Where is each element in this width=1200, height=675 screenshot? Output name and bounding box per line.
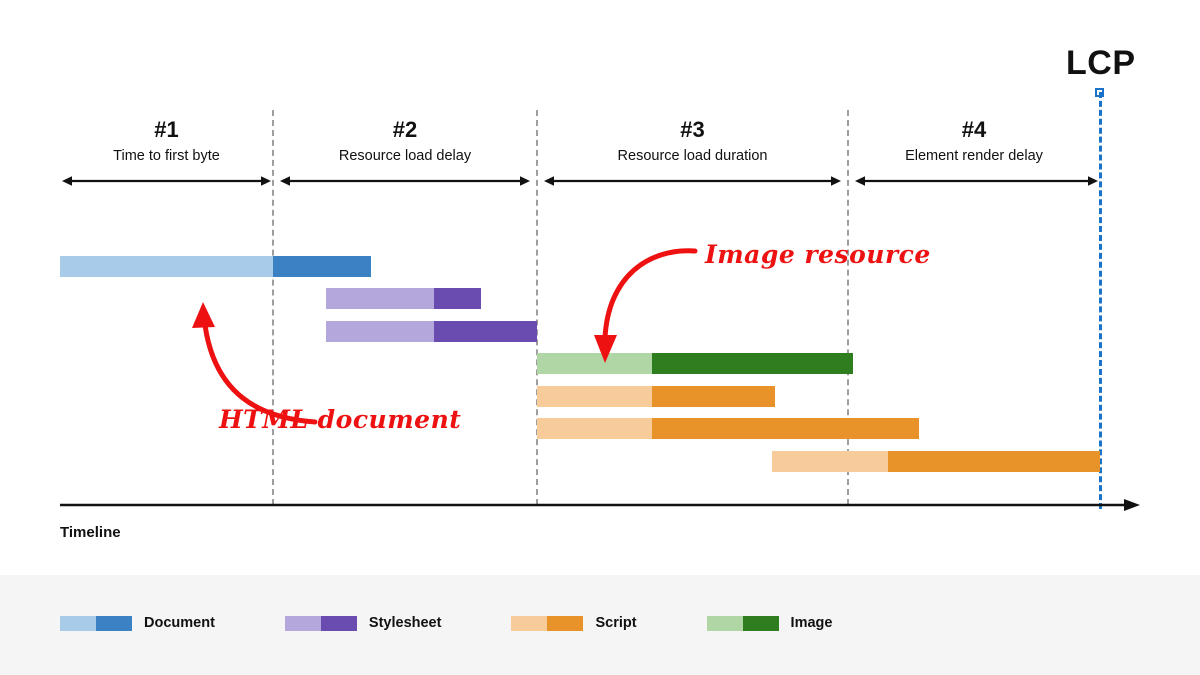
swatch-light xyxy=(511,615,548,631)
phase-measure-arrow-3 xyxy=(544,174,841,188)
resource-bar-script-3 xyxy=(772,451,1100,472)
legend-label: Script xyxy=(595,615,637,631)
legend-label: Document xyxy=(144,615,215,631)
phase-measure-arrow-2 xyxy=(280,174,530,188)
bar-segment-dark xyxy=(434,288,481,309)
legend-swatch-document xyxy=(60,615,132,631)
bar-segment-light xyxy=(326,321,434,342)
phase-number: #3 xyxy=(680,117,705,142)
resource-bar-script-2 xyxy=(537,418,919,439)
legend-swatch-script xyxy=(511,615,584,631)
bar-segment-dark xyxy=(273,256,371,277)
phase-name: Element render delay xyxy=(905,148,1043,165)
legend-item-script: Script xyxy=(511,615,637,631)
phase-number: #2 xyxy=(392,117,418,142)
swatch-light xyxy=(706,615,743,631)
phase-name: Resource load duration xyxy=(617,148,768,165)
lcp-marker-line xyxy=(1099,92,1102,509)
legend-item-image: Image xyxy=(706,615,833,631)
legend-label: Image xyxy=(790,615,833,631)
swatch-dark xyxy=(96,615,132,631)
bar-segment-light xyxy=(60,256,273,277)
swatch-dark xyxy=(547,615,584,631)
resource-bar-document xyxy=(60,256,371,277)
phase-block-1: #1 Time to first byte xyxy=(60,117,273,166)
phase-name: Resource load delay xyxy=(338,148,472,165)
legend-swatch-stylesheet xyxy=(284,615,357,631)
resource-bar-stylesheet-2 xyxy=(326,321,537,342)
timeline-axis-label: Timeline xyxy=(60,524,121,541)
bar-segment-dark xyxy=(652,386,775,407)
legend-item-stylesheet: Stylesheet xyxy=(284,615,442,631)
bar-segment-light xyxy=(537,353,652,374)
bar-segment-light xyxy=(537,418,652,439)
bar-segment-dark xyxy=(888,451,1100,472)
phase-number: #1 xyxy=(154,117,179,142)
legend-item-document: Document xyxy=(60,615,215,631)
bar-segment-light xyxy=(537,386,652,407)
phase-block-4: #4 Element render delay xyxy=(848,117,1100,166)
resource-bar-image xyxy=(537,353,853,374)
resource-bar-stylesheet-1 xyxy=(326,288,481,309)
phase-name: Time to first byte xyxy=(113,148,220,165)
phase-block-3: #3 Resource load duration xyxy=(537,117,848,166)
image-resource-annotation-text: Image resource xyxy=(705,240,931,269)
swatch-light xyxy=(284,615,321,631)
phase-measure-arrow-1 xyxy=(62,174,271,188)
bar-segment-light xyxy=(326,288,434,309)
timeline-axis xyxy=(60,498,1140,512)
phase-divider-1 xyxy=(272,110,274,505)
chart-plot-area: LCP #1 Time to first byte #2 Resource lo… xyxy=(60,44,1140,541)
bar-segment-dark xyxy=(652,418,919,439)
lcp-label: LCP xyxy=(1066,44,1136,82)
legend-item-list: Document Stylesheet Script xyxy=(60,615,902,631)
bar-segment-dark xyxy=(434,321,537,342)
swatch-light xyxy=(60,615,96,631)
legend-footer: Document Stylesheet Script xyxy=(0,575,1200,675)
legend-swatch-image xyxy=(706,615,779,631)
html-document-annotation-arrow xyxy=(110,290,320,430)
phase-divider-3 xyxy=(847,110,849,505)
phase-measure-arrow-4 xyxy=(855,174,1098,188)
phase-divider-2 xyxy=(536,110,538,505)
image-resource-annotation-arrow xyxy=(592,243,702,368)
swatch-dark xyxy=(742,615,779,631)
swatch-dark xyxy=(320,615,357,631)
bar-segment-dark xyxy=(652,353,853,374)
phase-number: #4 xyxy=(961,117,987,142)
legend-label: Stylesheet xyxy=(368,615,442,631)
phase-block-2: #2 Resource load delay xyxy=(273,117,537,166)
resource-bar-script-1 xyxy=(537,386,775,407)
html-document-annotation-text: HTML document xyxy=(219,405,462,434)
bar-segment-light xyxy=(772,451,888,472)
